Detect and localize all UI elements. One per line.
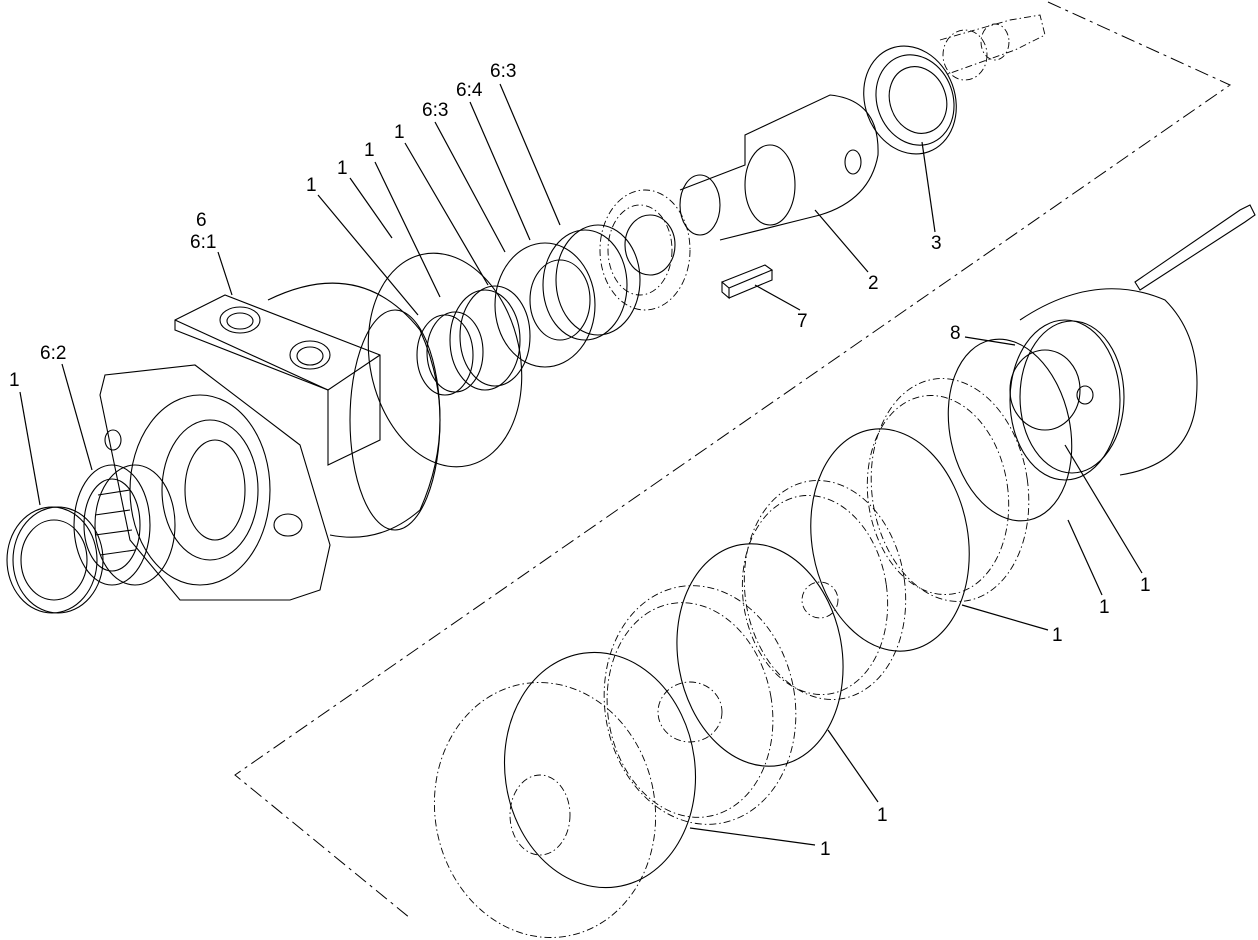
callout-6-1: 6:1: [190, 232, 216, 253]
end-cap: [433, 682, 657, 938]
callout-6-3-a: 6:3: [422, 100, 448, 121]
callout-6-2: 6:2: [40, 343, 66, 364]
seal-stack: [416, 224, 641, 396]
rear-o-ring: [947, 338, 1073, 522]
callout-1-c: 1: [364, 140, 375, 161]
callout-1-f: 1: [1099, 597, 1110, 618]
phantom-boundary-line: [234, 1, 1232, 919]
gerotor-set: [603, 585, 797, 825]
manifold-plate: [866, 378, 1030, 602]
gerotor-o-ring: [503, 651, 697, 889]
valve-plate: [741, 480, 907, 700]
callout-6: 6: [196, 210, 207, 231]
thrust-bearing: [599, 189, 691, 311]
rear-cover: [1009, 288, 1198, 481]
callout-6-4: 6:4: [456, 80, 483, 101]
shaft-seal: [6, 506, 104, 614]
manifold-o-ring: [810, 428, 970, 652]
callout-2: 2: [868, 273, 879, 294]
callout-1-e: 1: [1140, 575, 1151, 596]
rear-seal-ring: [1009, 349, 1081, 431]
drive-link: [939, 14, 1046, 81]
valve-plate-o-ring: [676, 543, 844, 767]
callout-1-seal: 1: [9, 370, 20, 391]
callout-6-3-b: 6:3: [490, 61, 516, 82]
callout-7: 7: [797, 311, 808, 332]
callout-8: 8: [950, 323, 961, 344]
callout-1-g: 1: [1052, 625, 1063, 646]
shaft-key: [720, 264, 774, 300]
callout-1-h: 1: [877, 805, 888, 826]
leader-lines: [19, 83, 1143, 846]
large-o-ring: [367, 252, 523, 468]
long-bolt: [1134, 204, 1256, 291]
drive-bearing: [863, 45, 957, 155]
needle-bearing: [73, 464, 176, 586]
motor-housing: [99, 282, 441, 601]
callout-1-a: 1: [306, 175, 317, 196]
output-shaft: [679, 94, 879, 241]
callout-1-b: 1: [337, 158, 348, 179]
callout-3: 3: [931, 233, 942, 254]
callout-1-d: 1: [394, 122, 405, 143]
callout-1-i: 1: [820, 839, 831, 860]
